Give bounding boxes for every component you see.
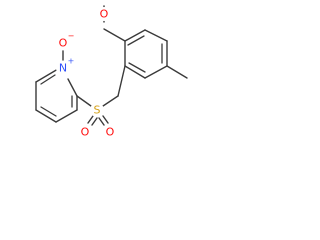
bond: [35, 68, 59, 83]
bond: [144, 65, 168, 79]
aromatic-bond: [40, 106, 57, 117]
atom-o-noxide: O −: [56, 32, 75, 50]
charge-label: +: [68, 57, 75, 66]
atom-o-sulfonyl-right: O: [103, 125, 117, 139]
bond: [35, 109, 57, 123]
bond-s-o-left: [87, 115, 94, 124]
bond: [124, 65, 146, 79]
bond-ch2-s: [102, 95, 119, 107]
atom-label: S: [94, 104, 101, 117]
benzene-ring: [124, 29, 168, 79]
atom-label: O: [106, 126, 115, 139]
pyridine-ring: [35, 68, 78, 123]
aromatic-bond: [128, 62, 146, 73]
bond-c-o-methoxy: [103, 28, 126, 42]
atom-label: N: [59, 62, 67, 75]
atom-label: O: [81, 126, 90, 139]
bond-ch2: [117, 65, 126, 97]
bond: [124, 29, 146, 42]
atom-s-sulfonyl: S: [90, 103, 104, 117]
aromatic-bond: [40, 74, 56, 85]
charge-label: −: [68, 32, 75, 41]
atom-o-methoxy: O: [97, 7, 111, 21]
atom-label: O: [59, 37, 68, 50]
bond: [67, 78, 78, 97]
bond-s-pyridine: [76, 95, 92, 107]
bond-aryl-methyl: [166, 65, 188, 79]
bond-s-o-left-double: [91, 117, 98, 126]
bond-s-o-right-double: [98, 117, 105, 126]
aromatic-bond: [127, 35, 145, 46]
bond: [144, 29, 168, 42]
bond-s-o-right: [102, 115, 109, 124]
molecule-structure-diagram: O N + O − S O O: [0, 0, 214, 157]
atom-label: O: [100, 8, 109, 21]
bond: [55, 109, 78, 123]
atom-n-pyridine: N +: [56, 57, 75, 75]
atom-o-sulfonyl-left: O: [78, 125, 92, 139]
molecule-svg: O N + O − S O O: [35, 5, 188, 139]
